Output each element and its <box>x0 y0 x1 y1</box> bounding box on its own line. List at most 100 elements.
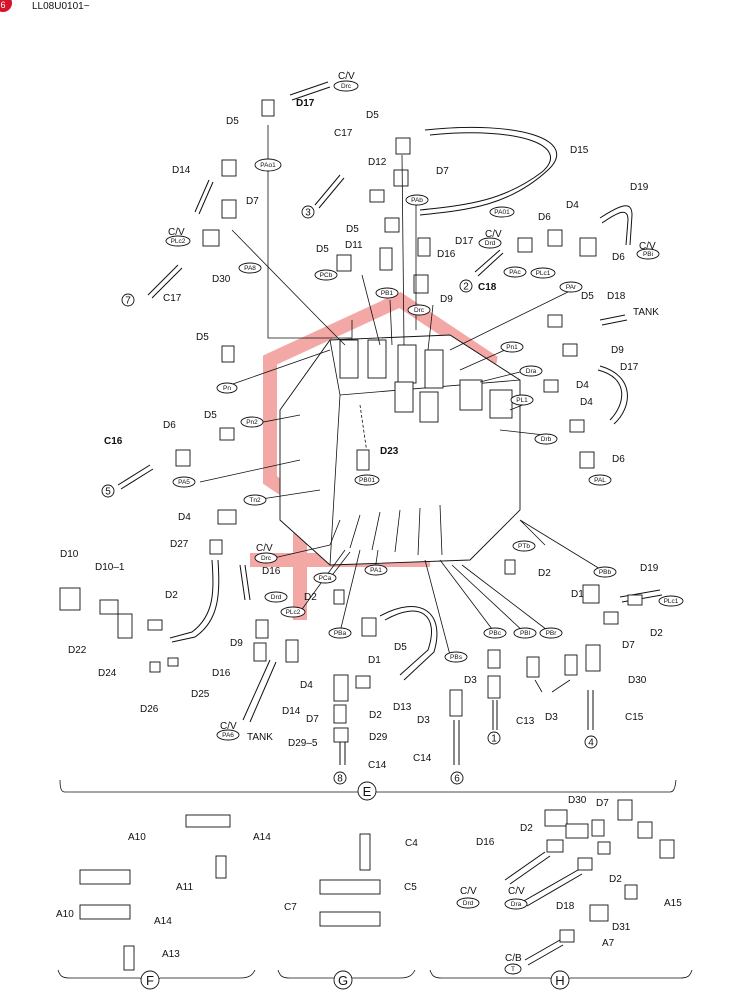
label-d16: D16 <box>476 837 495 848</box>
svg-text:5: 5 <box>105 487 111 498</box>
port-tag-pbr: PBr <box>539 627 563 639</box>
label-d2: D2 <box>520 823 533 834</box>
label-d4: D4 <box>576 380 589 391</box>
port-tag-plc1: PLc1 <box>530 267 556 279</box>
circled-number-2: 2 <box>459 279 473 293</box>
svg-text:PCa: PCa <box>319 575 332 582</box>
port-tag-pb1: PB1 <box>375 287 399 299</box>
label-d5: D5 <box>366 110 379 121</box>
label-d4: D4 <box>178 512 191 523</box>
circled-number-8: 8 <box>333 771 347 785</box>
label-cb: C/B <box>505 953 522 964</box>
label-c7: C7 <box>284 902 297 913</box>
port-tag-pa01: PA01 <box>489 206 515 218</box>
label-a10: A10 <box>56 909 74 920</box>
page-badge: 6 <box>0 0 12 12</box>
label-d19: D19 <box>630 182 649 193</box>
svg-text:PBi: PBi <box>643 251 653 258</box>
label-d3: D3 <box>464 675 477 686</box>
svg-text:1: 1 <box>491 734 497 745</box>
label-d7: D7 <box>436 166 449 177</box>
label-d19: D19 <box>640 563 659 574</box>
label-d4: D4 <box>566 200 579 211</box>
port-tag-drc: Drc <box>254 552 278 564</box>
label-d6: D6 <box>612 454 625 465</box>
label-a14: A14 <box>253 832 271 843</box>
port-tag-plc2: PLc2 <box>165 235 191 247</box>
label-c15: C15 <box>625 712 644 723</box>
port-tag-tn2: Tn2 <box>243 494 267 506</box>
port-tag-pcb: PCb <box>314 269 338 281</box>
port-tag-pca: PCa <box>313 572 337 584</box>
label-d6: D6 <box>538 212 551 223</box>
svg-text:PCb: PCb <box>320 272 333 279</box>
port-tag-drd: Drd <box>478 237 502 249</box>
label-d6: D6 <box>163 420 176 431</box>
label-d16: D16 <box>262 566 281 577</box>
label-d26: D26 <box>140 704 159 715</box>
label-d5: D5 <box>196 332 209 343</box>
svg-text:PBb: PBb <box>599 569 612 576</box>
label-d13: D13 <box>393 702 412 713</box>
label-d6: D6 <box>612 252 625 263</box>
fittings <box>59 99 675 971</box>
port-tag-pn: Pn <box>216 382 238 394</box>
part-labels: D17 D5 D5 D15 C17 D12 D7 D14 D7 D5 D17 D… <box>56 71 682 964</box>
label-d4: D4 <box>300 680 313 691</box>
svg-text:PA1: PA1 <box>370 567 382 574</box>
section-h-marker: H <box>550 970 570 990</box>
svg-text:PB1: PB1 <box>381 290 394 297</box>
svg-text:PBa: PBa <box>334 630 347 637</box>
svg-text:PBr: PBr <box>546 630 558 637</box>
document-code: LL08U0101~ <box>32 1 90 12</box>
label-d9: D9 <box>440 294 453 305</box>
port-tag-ptb: PTb <box>512 540 536 552</box>
label-d15: D15 <box>570 145 589 156</box>
label-cv: C/V <box>485 229 502 240</box>
svg-text:Drd: Drd <box>463 900 474 907</box>
svg-text:Drc: Drc <box>261 555 272 562</box>
port-tag-pa8: PA8 <box>238 262 262 274</box>
svg-text:2: 2 <box>463 282 469 293</box>
label-cv: C/V <box>639 241 656 252</box>
circled-number-1: 1 <box>487 731 501 745</box>
label-d5: D5 <box>226 116 239 127</box>
label-d2: D2 <box>609 874 622 885</box>
svg-text:Drd: Drd <box>271 594 282 601</box>
port-tag-pab: PAb <box>405 194 429 206</box>
label-c18: C18 <box>478 282 497 293</box>
svg-text:H: H <box>555 973 564 988</box>
port-tag-plc2: PLc2 <box>280 606 306 618</box>
svg-text:PA5: PA5 <box>178 479 190 486</box>
label-d5: D5 <box>581 291 594 302</box>
svg-text:PAo1: PAo1 <box>260 162 276 169</box>
label-d9: D9 <box>230 638 243 649</box>
section-e-marker: E <box>357 781 377 801</box>
circled-numbers: 3 7 2 5 8 6 1 4 <box>101 205 598 785</box>
svg-text:PLc2: PLc2 <box>171 238 186 245</box>
label-d18: D18 <box>607 291 626 302</box>
label-d31: D31 <box>612 922 631 933</box>
label-d17: D17 <box>455 236 474 247</box>
label-d24: D24 <box>98 668 117 679</box>
section-f-marker: F <box>140 970 160 990</box>
svg-text:Tn2: Tn2 <box>249 497 261 504</box>
circled-number-5: 5 <box>101 484 115 498</box>
port-tag-pac: PAc <box>503 266 527 278</box>
svg-text:G: G <box>338 973 348 988</box>
label-d30: D30 <box>568 795 587 806</box>
svg-text:E: E <box>363 784 372 799</box>
svg-text:PBc: PBc <box>489 630 502 637</box>
label-d14: D14 <box>172 165 191 176</box>
svg-text:8: 8 <box>337 774 343 785</box>
label-a10: A10 <box>128 832 146 843</box>
port-tag-pba: PBa <box>328 627 352 639</box>
label-d29-5: D29–5 <box>288 738 318 749</box>
label-d2: D2 <box>650 628 663 639</box>
label-d11: D11 <box>345 240 363 251</box>
label-d2: D2 <box>165 590 178 601</box>
section-g-marker: G <box>333 970 353 990</box>
section-markers: E F G H <box>140 781 570 990</box>
label-d4: D4 <box>580 397 593 408</box>
svg-text:PAL: PAL <box>594 477 606 484</box>
